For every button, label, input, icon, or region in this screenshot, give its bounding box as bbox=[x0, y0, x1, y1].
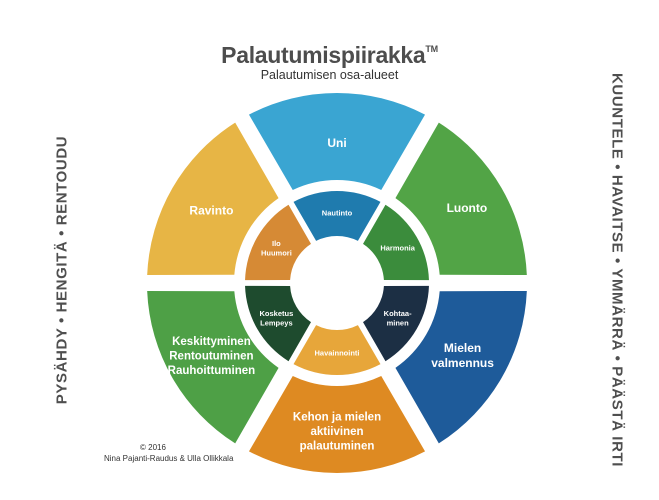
outer-segment-kehon-ja-mielen bbox=[248, 376, 426, 474]
page-title: PalautumispiirakkaTM bbox=[221, 42, 438, 68]
inner-segment-ilo bbox=[245, 204, 311, 281]
outer-label-uni: Uni bbox=[327, 136, 346, 150]
page-subtitle: Palautumisen osa-alueet bbox=[260, 68, 399, 82]
center-hole bbox=[295, 241, 379, 325]
outer-segment-keskittyminen bbox=[147, 290, 279, 444]
copyright-credit: © 2016 Nina Pajanti-Raudus & Ulla Ollikk… bbox=[104, 442, 233, 464]
inner-label-havainnointi: Havainnointi bbox=[314, 349, 359, 358]
inner-segment-harmonia bbox=[363, 204, 429, 281]
outer-segment-uni bbox=[248, 93, 426, 190]
outer-segment-luonto bbox=[395, 122, 527, 276]
outer-label-ravinto: Ravinto bbox=[189, 204, 233, 218]
outer-segment-mielen-valmennus bbox=[395, 290, 527, 444]
inner-segment-kohtaaminen bbox=[363, 285, 429, 362]
inner-label-harmonia: Harmonia bbox=[380, 244, 415, 253]
copyright-authors: Nina Pajanti-Raudus & Ulla Ollikkala bbox=[104, 454, 234, 463]
outer-segment-ravinto bbox=[147, 122, 279, 276]
outer-label-luonto: Luonto bbox=[447, 201, 488, 215]
inner-segment-kosketus bbox=[245, 285, 311, 362]
inner-label-nautinto: Nautinto bbox=[322, 209, 353, 218]
inner-segment-havainnointi bbox=[293, 325, 381, 375]
copyright-year: © 2016 bbox=[140, 443, 166, 452]
inner-label-kohtaaminen: Kohtaa-minen bbox=[384, 309, 412, 328]
inner-segment-nautinto bbox=[293, 191, 381, 241]
